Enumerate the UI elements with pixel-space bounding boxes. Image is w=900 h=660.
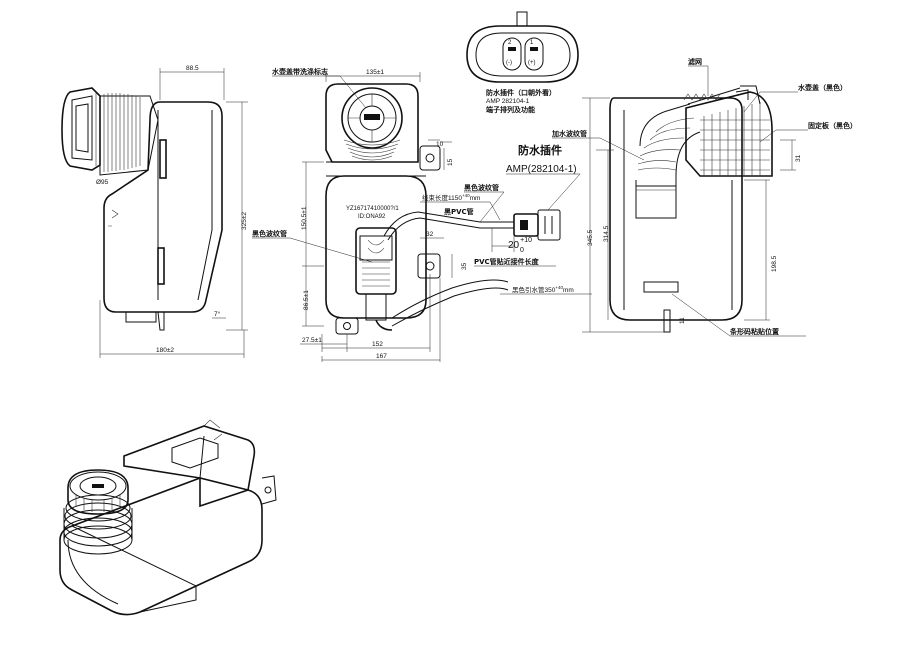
pvc-label: 黑PVC管 [444, 207, 474, 216]
front-dim-b2: 152 [372, 341, 383, 348]
front-dim-top: 135±1 [366, 69, 384, 76]
front-dim-b3: 167 [376, 353, 387, 360]
right-side-view: 滤网 水壶盖（黑色） 固定板（黑色） 加水波纹管 条形码粘贴位置 314.5 3… [551, 57, 857, 337]
isometric-view [59, 419, 277, 616]
pvc-note: PVC管贴近接件长度 [474, 257, 540, 266]
part-id: ID:ONA92 [358, 214, 386, 220]
left-dim-angle: 7° [214, 310, 221, 318]
connector-detail: 2 1 (-) (+) 防水插件（口朝外看） AMP 282104-1 端子排列… [466, 11, 579, 114]
front-view: YZ16717410000?/1 ID:ONA92 水壶盖带洗涤标志 黑色波纹管… [252, 67, 592, 362]
left-dim-diameter: Ø95 [96, 179, 109, 186]
connector-caption-3: 端子排列及功能 [486, 105, 535, 114]
label-cap-icon: 水壶盖带洗涤标志 [272, 67, 328, 76]
front-dim-15: 15 [447, 158, 454, 166]
plug-part: AMP(282104-1) [506, 164, 577, 175]
part-number: YZ16717410000?/1 [346, 206, 399, 212]
pin2-label: (+) [528, 60, 536, 66]
pin-number-2: 2 [508, 40, 512, 46]
left-dim-height: 325±2 [241, 212, 248, 230]
front-dim-h1: 150.5±1 [301, 206, 308, 230]
plug-title: 防水插件 [518, 143, 562, 157]
right-dim-31: 31 [795, 154, 802, 162]
label-cap: 水壶盖（黑色） [798, 83, 847, 92]
connector-caption-1: 防水插件（口朝外看） [486, 88, 556, 97]
left-corrugation [103, 93, 141, 172]
right-dim-198: 198.5 [771, 255, 778, 272]
right-dim-11: 11 [679, 317, 686, 324]
label-fill-pipe: 加水波纹管 [551, 129, 587, 138]
label-filter: 滤网 [688, 57, 702, 66]
pin-number-1: 1 [530, 40, 534, 46]
front-dim-h2: 86.5±1 [303, 290, 310, 310]
label-black-pipe: 黑色波纹管 [252, 229, 287, 238]
label-ring: 固定板（黑色） [808, 121, 857, 130]
harness-length: 线束长度1150+40mm [422, 193, 480, 202]
front-dim-b1: 27.5±1 [302, 337, 322, 344]
front-dim-35: 35 [461, 262, 468, 270]
front-dim-32: 32 [426, 231, 434, 238]
black-pipe-2: 黑色波纹管 [464, 183, 499, 192]
right-dim-314: 314.5 [603, 225, 610, 242]
left-dim-top: 88.5 [186, 65, 199, 72]
front-dim-10: 10 [436, 141, 444, 148]
water-pipe-label: 黑色引水管350+40mm [512, 285, 574, 294]
right-dim-345: 345.5 [587, 229, 594, 246]
left-side-view: Ø95 88.5 325±2 180±2 7° [61, 65, 248, 358]
left-dim-width: 180±2 [156, 347, 174, 354]
connector-caption-2: AMP 282104-1 [486, 98, 530, 105]
label-barcode: 条形码粘贴位置 [729, 327, 779, 336]
pin1-label: (-) [506, 60, 512, 66]
